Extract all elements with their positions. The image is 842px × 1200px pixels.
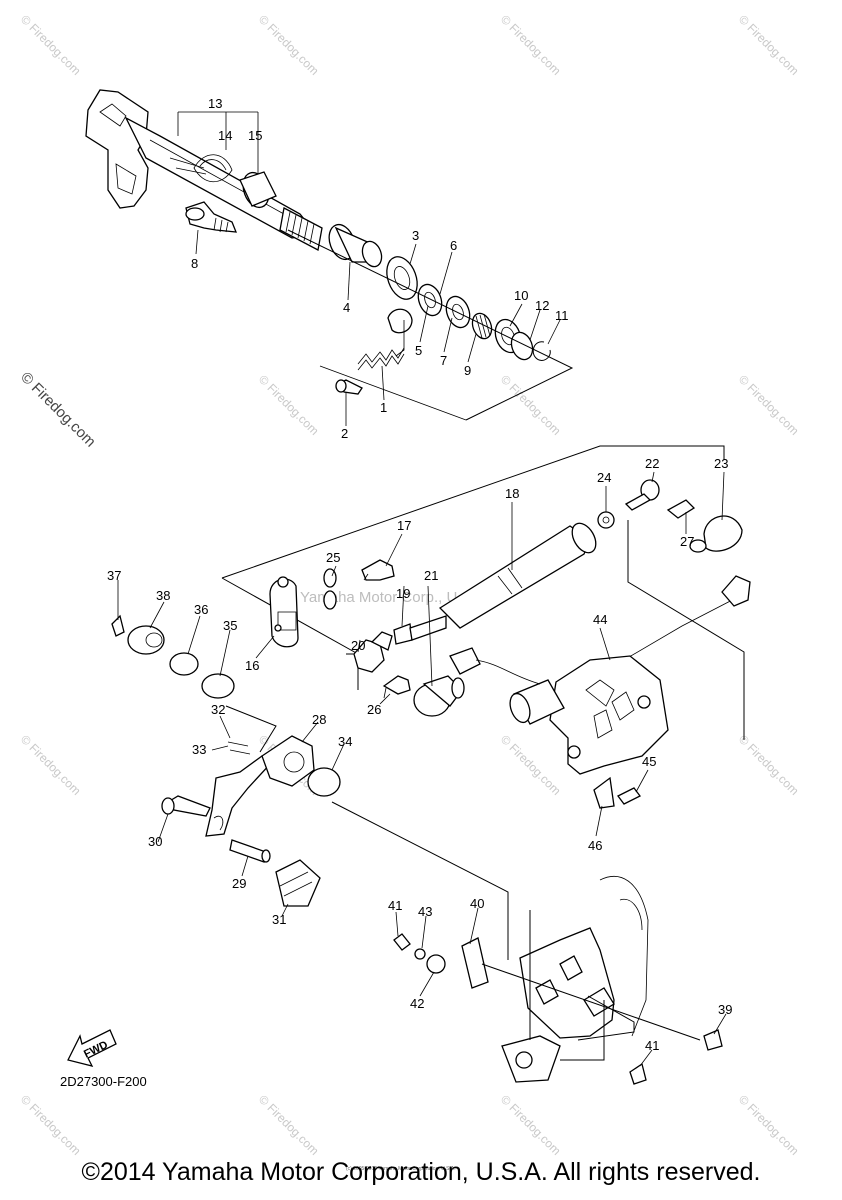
callout-4: 4 xyxy=(343,300,350,315)
callout-24: 24 xyxy=(597,470,611,485)
callout-labels: 13 14 15 8 4 3 6 5 7 9 10 12 11 1 2 18 1… xyxy=(107,96,732,1053)
callout-35: 35 xyxy=(223,618,237,633)
callout-30: 30 xyxy=(148,834,162,849)
callout-26: 26 xyxy=(367,702,381,717)
watermark: © Firedog.com xyxy=(498,12,564,78)
callout-17: 17 xyxy=(397,518,411,533)
watermark: © Firedog.com xyxy=(498,372,564,438)
frame-bracket-assembly xyxy=(393,876,723,1085)
callout-20: 20 xyxy=(351,638,365,653)
side-watermark: © Firedog.com xyxy=(17,369,99,451)
callout-43: 43 xyxy=(418,904,432,919)
fwd-arrow-icon xyxy=(67,1029,117,1067)
leader-lines xyxy=(117,111,727,1067)
callout-23: 23 xyxy=(714,456,728,471)
fwd-arrow: FWD xyxy=(67,1029,117,1067)
callout-29: 29 xyxy=(232,876,246,891)
diagram-code: 2D27300-F200 xyxy=(60,1074,147,1089)
watermark: © Firedog.com xyxy=(736,372,802,438)
callout-37: 37 xyxy=(107,568,121,583)
shift-shaft-assembly xyxy=(85,89,574,421)
watermark: © Firedog.com xyxy=(18,732,84,798)
callout-14: 14 xyxy=(218,128,232,143)
callout-41-upper: 41 xyxy=(388,898,402,913)
callout-5: 5 xyxy=(415,343,422,358)
watermark: © Firedog.com xyxy=(736,1092,802,1158)
callout-27: 27 xyxy=(680,534,694,549)
callout-7: 7 xyxy=(440,353,447,368)
copyright-footer: ©2014 Yamaha Motor Corporation, U.S.A. A… xyxy=(81,1158,761,1186)
watermark: © Firedog.com xyxy=(498,1092,564,1158)
watermark: © Firedog.com xyxy=(256,372,322,438)
watermark: © Firedog.com xyxy=(256,1092,322,1158)
callout-1: 1 xyxy=(380,400,387,415)
callout-12: 12 xyxy=(535,298,549,313)
watermark: © Firedog.com xyxy=(18,1092,84,1158)
callout-31: 31 xyxy=(272,912,286,927)
watermark: © Firedog.com xyxy=(256,12,322,78)
callout-8: 8 xyxy=(191,256,198,271)
callout-40: 40 xyxy=(470,896,484,911)
shift-pedal-assembly xyxy=(111,614,509,960)
callout-11: 11 xyxy=(555,308,569,323)
callout-38: 38 xyxy=(156,588,170,603)
callout-19: 19 xyxy=(396,586,410,601)
callout-6: 6 xyxy=(450,238,457,253)
callout-21: 21 xyxy=(424,568,438,583)
watermark: © Firedog.com xyxy=(18,12,84,78)
callout-36: 36 xyxy=(194,602,208,617)
callout-16: 16 xyxy=(245,658,259,673)
watermark: © Firedog.com xyxy=(736,12,802,78)
callout-2: 2 xyxy=(341,426,348,441)
callout-18: 18 xyxy=(505,486,519,501)
watermark: © Firedog.com xyxy=(736,732,802,798)
center-watermark: Yamaha Motor Corp., U.S.A. xyxy=(300,589,490,606)
callout-34: 34 xyxy=(338,734,352,749)
callout-25: 25 xyxy=(326,550,340,565)
callout-32: 32 xyxy=(211,702,225,717)
callout-46: 46 xyxy=(588,838,602,853)
callout-10: 10 xyxy=(514,288,528,303)
callout-39: 39 xyxy=(718,1002,732,1017)
callout-42: 42 xyxy=(410,996,424,1011)
callout-15: 15 xyxy=(248,128,262,143)
tiny-copyright: (c) 2005-2016 Yamaha Motor Corporation, … xyxy=(346,1166,456,1172)
callout-9: 9 xyxy=(464,363,471,378)
callout-13: 13 xyxy=(208,96,222,111)
callout-41-lower: 41 xyxy=(645,1038,659,1053)
callout-3: 3 xyxy=(412,228,419,243)
callout-45: 45 xyxy=(642,754,656,769)
callout-44: 44 xyxy=(593,612,607,627)
callout-33: 33 xyxy=(192,742,206,757)
callout-28: 28 xyxy=(312,712,326,727)
callout-22: 22 xyxy=(645,456,659,471)
watermark: © Firedog.com xyxy=(498,732,564,798)
shift-actuator-assembly xyxy=(221,445,751,809)
